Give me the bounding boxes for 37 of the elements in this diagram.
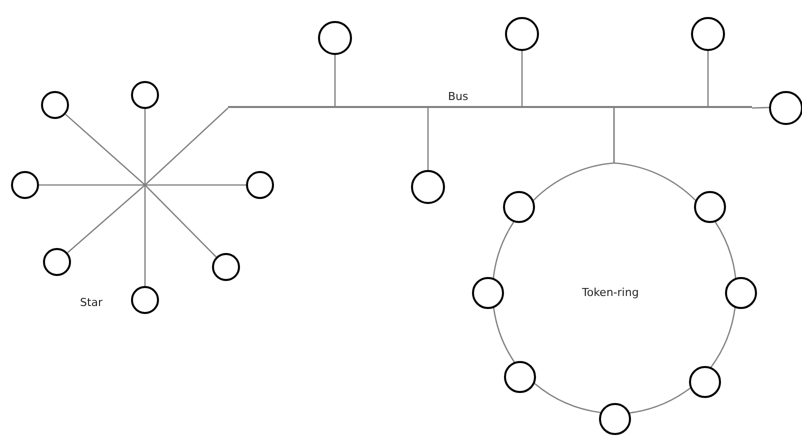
station-circle (212, 253, 240, 281)
station-circle (769, 91, 802, 125)
ring-line (534, 382, 601, 414)
ring-line (630, 388, 691, 414)
station-circle (131, 81, 159, 109)
station-circle (11, 171, 39, 199)
connection-line (521, 51, 523, 106)
bus-line (228, 106, 752, 108)
station-circle (41, 91, 69, 119)
ring-line (613, 108, 696, 201)
station-circle (504, 361, 536, 393)
connection-line (707, 51, 709, 106)
station-circle (694, 191, 726, 223)
station-circle (246, 171, 274, 199)
station-circle (689, 366, 721, 398)
station-circle (503, 191, 535, 223)
station-circle (691, 17, 725, 51)
topology-label: Star (80, 296, 103, 309)
connection-line (752, 106, 770, 109)
station-circle (131, 286, 159, 314)
connection-line (334, 55, 336, 106)
station-circle (505, 17, 539, 51)
ring-line (493, 308, 515, 362)
station-circle (411, 170, 445, 204)
ring-line (492, 222, 514, 278)
station-circle (472, 277, 504, 309)
connection-line (427, 108, 429, 170)
ring-line (714, 222, 736, 278)
bus-label: Bus (448, 90, 468, 103)
station-circle (43, 248, 71, 276)
ring-line (710, 308, 736, 368)
connection-line (144, 109, 146, 286)
station-circle (725, 277, 757, 309)
topology-label: Token-ring (582, 286, 639, 299)
connection-line (39, 184, 246, 186)
station-circle (599, 403, 631, 435)
station-circle (318, 21, 352, 55)
